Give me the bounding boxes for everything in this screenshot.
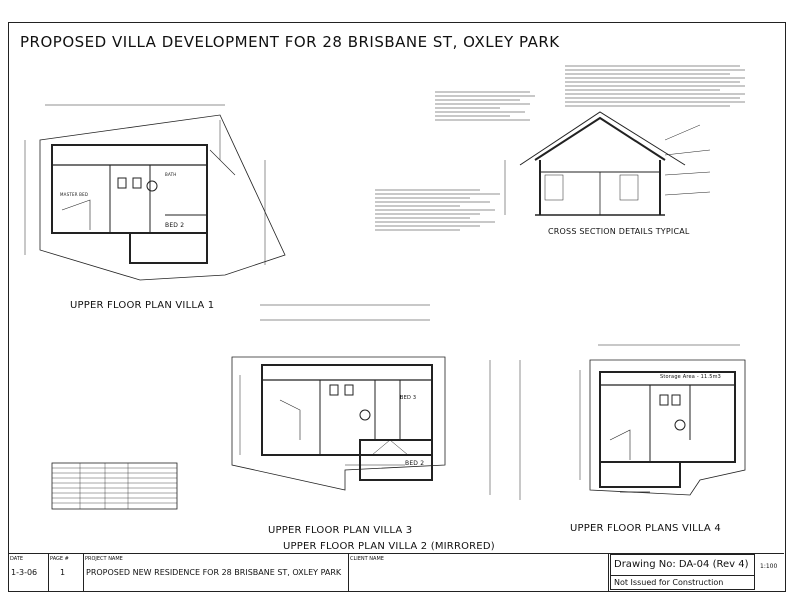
villa3-bed2-label: BED 2 bbox=[405, 460, 425, 467]
sheet-title: PROPOSED VILLA DEVELOPMENT FOR 28 BRISBA… bbox=[20, 33, 560, 51]
villa3-plan-label: UPPER FLOOR PLAN VILLA 3 bbox=[268, 525, 413, 536]
villa2-plan-label: UPPER FLOOR PLAN VILLA 2 (MIRRORED) bbox=[283, 541, 495, 552]
page-value: 1 bbox=[60, 568, 66, 577]
villa1-bath-label: BATH bbox=[165, 172, 177, 177]
title-block-page-cell: PAGE # 1 bbox=[48, 554, 84, 591]
cross-section bbox=[375, 65, 745, 231]
villa3-plan bbox=[231, 304, 521, 500]
villa3-bed3-label: BED 3 bbox=[400, 395, 417, 401]
drawing-number: Drawing No: DA-04 (Rev 4) bbox=[610, 554, 755, 576]
villa4-plan bbox=[579, 344, 746, 496]
title-block-date-cell: DATE 1-3-06 bbox=[8, 554, 49, 591]
title-block-client-cell: CLIENT NAME bbox=[348, 554, 609, 591]
drawing-sheet-border bbox=[8, 22, 786, 592]
project-header: PROJECT NAME bbox=[85, 556, 123, 562]
drawing-scale: 1:100 bbox=[760, 563, 778, 570]
page-header: PAGE # bbox=[50, 556, 69, 562]
villa1-master-bed-label: MASTER BED bbox=[60, 192, 89, 197]
date-value: 1-3-06 bbox=[11, 568, 38, 577]
date-header: DATE bbox=[10, 556, 24, 562]
villa4-plan-label: UPPER FLOOR PLANS VILLA 4 bbox=[570, 523, 721, 534]
title-block-project-cell: PROJECT NAME PROPOSED NEW RESIDENCE FOR … bbox=[83, 554, 349, 591]
villa1-plan-label: UPPER FLOOR PLAN VILLA 1 bbox=[70, 300, 215, 311]
villa1-bed2-label: BED 2 bbox=[165, 222, 185, 229]
client-header: CLIENT NAME bbox=[350, 556, 384, 562]
villa1-plan bbox=[24, 104, 286, 281]
project-value: PROPOSED NEW RESIDENCE FOR 28 BRISBANE S… bbox=[86, 568, 342, 577]
title-block: DATE 1-3-06 PAGE # 1 PROJECT NAME PROPOS… bbox=[8, 553, 784, 591]
villa4-storage-label: Storage Area - 11.5m3 bbox=[660, 374, 722, 380]
cross-section-label: CROSS SECTION DETAILS TYPICAL bbox=[548, 227, 690, 236]
issue-status: Not Issued for Construction bbox=[610, 575, 755, 590]
area-schedule-table bbox=[51, 462, 178, 510]
